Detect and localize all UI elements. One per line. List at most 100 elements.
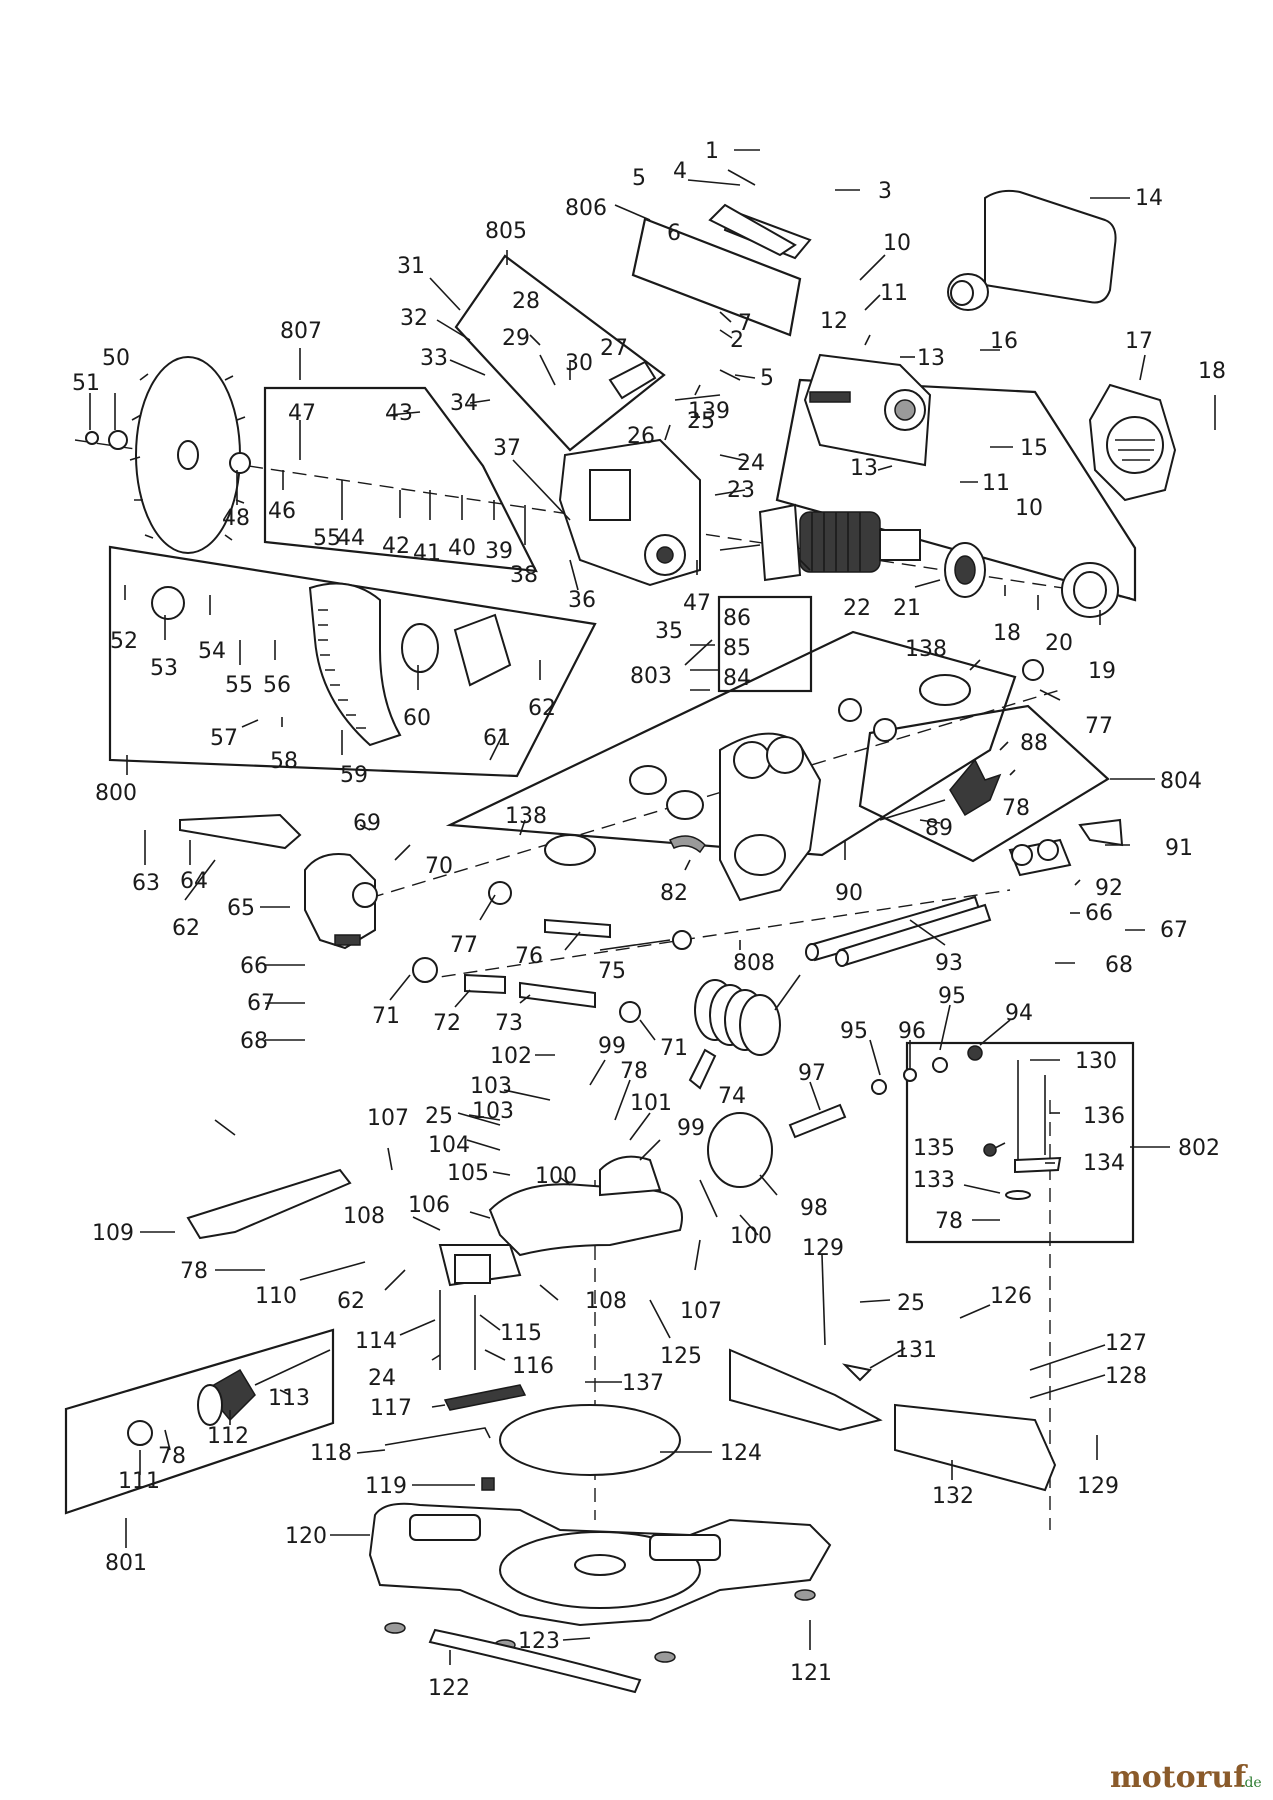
label-32: 32: [400, 306, 428, 331]
label-15: 15: [1020, 436, 1048, 461]
label-138b: 138: [505, 804, 547, 829]
label-88: 88: [1020, 731, 1048, 756]
label-103: 103: [470, 1074, 512, 1099]
shaft-73: [519, 981, 596, 1009]
label-108b: 108: [585, 1289, 627, 1314]
label-63: 63: [132, 871, 160, 896]
ring-75: [672, 930, 692, 950]
label-78e: 78: [158, 1444, 186, 1469]
label-131: 131: [895, 1338, 937, 1363]
label-23: 23: [727, 478, 755, 503]
foot-a: [384, 1622, 406, 1634]
label-67b: 67: [247, 991, 275, 1016]
bracket-138: [919, 674, 971, 706]
washer-133: [1005, 1190, 1031, 1200]
label-122: 122: [428, 1676, 470, 1701]
label-71: 71: [372, 1004, 400, 1029]
part-labels: 1 3 4 5 14 806 6 10 11 805 7 2 12 13 16 …: [72, 139, 1226, 1701]
label-78b: 78: [620, 1059, 648, 1084]
label-113: 113: [268, 1386, 310, 1411]
clamp-131: [841, 1363, 873, 1382]
group-box-802: [905, 1041, 1135, 1244]
block-134: [1014, 1156, 1062, 1174]
washer-71b: [619, 1001, 641, 1023]
label-128: 128: [1105, 1364, 1147, 1389]
label-93: 93: [935, 951, 963, 976]
label-29: 29: [502, 326, 530, 351]
lever-117: [443, 1384, 527, 1411]
scale-122: [428, 1628, 642, 1694]
group-box-800: [108, 545, 597, 778]
base-120: [368, 1502, 832, 1627]
label-35: 35: [655, 619, 683, 644]
knob-88: [879, 758, 1002, 821]
arm-bracket-65: [304, 853, 378, 950]
label-10b: 10: [1015, 496, 1043, 521]
label-13: 13: [917, 346, 945, 371]
label-37: 37: [493, 436, 521, 461]
label-132: 132: [932, 1484, 974, 1509]
label-105: 105: [447, 1161, 489, 1186]
label-95b: 95: [840, 1019, 868, 1044]
label-34: 34: [450, 391, 478, 416]
label-136: 136: [1083, 1104, 1125, 1129]
label-16: 16: [990, 329, 1018, 354]
label-4: 4: [673, 159, 687, 184]
label-99b: 99: [677, 1116, 705, 1141]
spring-74: [688, 974, 801, 1090]
scale-82: [668, 835, 706, 854]
label-30: 30: [565, 351, 593, 376]
label-40: 40: [448, 536, 476, 561]
label-25b: 25: [425, 1104, 453, 1129]
sleeve-a: [629, 765, 667, 795]
group-box-807: [263, 386, 538, 573]
nut-94: [967, 1045, 983, 1061]
ring-b: [873, 718, 897, 742]
shaft-76: [544, 918, 611, 939]
label-89: 89: [925, 816, 953, 841]
label-55b: 55: [225, 673, 253, 698]
label-807: 807: [280, 319, 322, 344]
foot-c: [654, 1651, 676, 1663]
label-90: 90: [835, 881, 863, 906]
label-38: 38: [510, 563, 538, 588]
plate-98: [707, 1112, 773, 1188]
foot-d: [794, 1589, 816, 1601]
bracket-138b: [544, 834, 596, 866]
washer-71a: [412, 957, 438, 983]
label-137: 137: [622, 1371, 664, 1396]
label-25: 25: [687, 409, 715, 434]
label-67: 67: [1160, 918, 1188, 943]
nut-119: [481, 1477, 495, 1491]
label-112: 112: [207, 1424, 249, 1449]
motor-end-cap: [1088, 383, 1177, 502]
label-62: 62: [528, 696, 556, 721]
label-97: 97: [798, 1061, 826, 1086]
label-117: 117: [370, 1396, 412, 1421]
label-82: 82: [660, 881, 688, 906]
label-47: 47: [288, 401, 316, 426]
label-76: 76: [515, 944, 543, 969]
armature: [719, 503, 921, 582]
label-14: 14: [1135, 186, 1163, 211]
label-56: 56: [263, 673, 291, 698]
label-18: 18: [1198, 359, 1226, 384]
label-104: 104: [428, 1133, 470, 1158]
label-31: 31: [397, 254, 425, 279]
label-20: 20: [1045, 631, 1073, 656]
washer-95: [871, 1079, 887, 1095]
label-806: 806: [565, 196, 607, 221]
label-24: 24: [737, 451, 765, 476]
label-5: 5: [632, 166, 646, 191]
label-65: 65: [227, 896, 255, 921]
handle-112: [197, 1349, 331, 1426]
label-51: 51: [72, 371, 100, 396]
label-100: 100: [535, 1164, 577, 1189]
label-70: 70: [425, 854, 453, 879]
watermark: motoruf .de: [1110, 1760, 1262, 1795]
label-118: 118: [310, 1441, 352, 1466]
label-91: 91: [1165, 836, 1193, 861]
label-95: 95: [938, 984, 966, 1009]
label-139: 139: [688, 399, 730, 424]
label-1: 1: [705, 139, 719, 164]
